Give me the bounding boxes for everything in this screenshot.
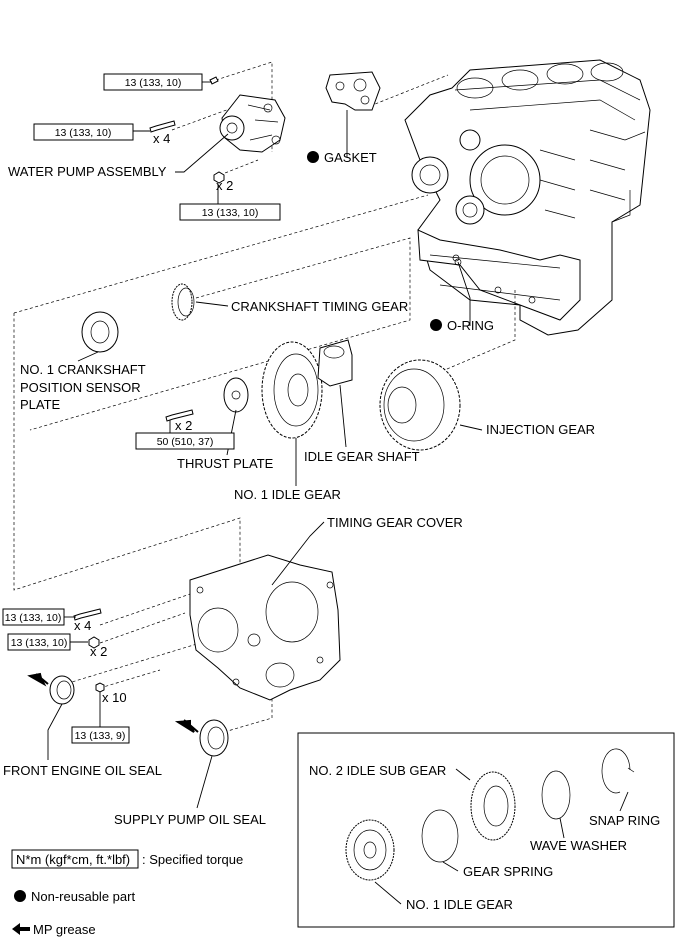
legend-nonreusable: Non-reusable part [14,889,135,904]
torque-pump-left: 13 (133, 10) [33,123,150,141]
leader-lines [47,110,629,905]
label-sensor-plate-line1: NO. 1 CRANKSHAFT [20,362,146,377]
water-pump-assembly [219,94,286,153]
gasket-part [325,71,381,111]
nonreusable-dot-icon [14,890,26,902]
label-supply-pump-oil-seal: SUPPLY PUMP OIL SEAL [114,812,266,827]
timing-cover-nut [88,636,100,649]
legend-nonreusable-text: Non-reusable part [31,889,135,904]
torque-value: 13 (133, 9) [75,730,126,742]
timing-gear-cover-part [189,554,341,701]
water-pump-bolt-top [209,76,219,85]
label-o-ring: O-RING [447,318,494,333]
nonreusable-dot-icon [307,151,319,163]
engine-block-drawing [404,59,651,336]
torque-value: 50 (510, 37) [157,436,214,448]
label-crankshaft-gear: CRANKSHAFT TIMING GEAR [231,299,408,314]
supply-pump-oil-seal-part [199,719,229,757]
sub-gear-part [470,771,516,841]
label-no1-idle-gear: NO. 1 IDLE GEAR [234,487,341,502]
legend-torque-description: : Specified torque [142,852,243,867]
water-pump-bolt-left [149,120,176,133]
grease-arrow-icon [12,923,30,935]
inset-idle-gear-part [345,819,395,881]
idle-gear-shaft-part [317,339,353,387]
qty-pump-bolts: x 4 [153,131,170,146]
snap-ring-part [601,748,635,794]
no1-idle-gear-part [261,341,323,439]
qty-pump-nuts: x 2 [216,178,233,193]
torque-cover-small: 13 (133, 9) [71,692,130,744]
qty-thrust-bolts: x 2 [175,418,192,433]
label-sensor-plate-line2: POSITION SENSOR [20,380,141,395]
label-timing-gear-cover: TIMING GEAR COVER [327,515,463,530]
torque-pump-top: 13 (133, 10) [103,73,212,91]
torque-pump-nut: 13 (133, 10) [179,184,281,221]
label-no2-idle-sub-gear: NO. 2 IDLE SUB GEAR [309,763,446,778]
qty-cover-small: x 10 [102,690,127,705]
grease-arrow-front-seal [27,672,49,687]
legend-torque: N*m (kgf*cm, ft.*lbf) : Specified torque [11,849,243,869]
torque-cover-nut: 13 (133, 10) [7,633,88,651]
thrust-plate-bolt [165,409,194,422]
gear-spring-part [421,809,459,863]
water-pump-nut [213,171,225,184]
crankshaft-timing-gear-part [171,283,195,321]
torque-thrust-plate: 50 (510, 37) [135,420,235,450]
torque-value: 13 (133, 10) [55,127,112,139]
label-idle-gear-shaft: IDLE GEAR SHAFT [304,449,420,464]
wave-washer-part [541,770,571,820]
label-sensor-plate-line3: PLATE [20,397,61,412]
assembly-guide-lines [13,61,516,736]
label-wave-washer: WAVE WASHER [530,838,627,853]
label-gasket: GASKET [324,150,377,165]
o-ring-part [452,254,460,262]
legend-grease-text: MP grease [33,922,96,937]
label-gear-spring: GEAR SPRING [463,864,553,879]
label-water-pump: WATER PUMP ASSEMBLY [8,164,167,179]
torque-value: 13 (133, 10) [5,612,62,624]
nonreusable-dot-icon [430,319,442,331]
torque-value: 13 (133, 10) [125,77,182,89]
injection-gear-part [379,359,461,451]
label-injection-gear: INJECTION GEAR [486,422,595,437]
timing-cover-bolt [73,608,102,621]
torque-value: 13 (133, 10) [11,637,68,649]
sensor-plate-part [81,311,119,353]
label-front-engine-oil-seal: FRONT ENGINE OIL SEAL [3,763,162,778]
label-inset-no1-idle-gear: NO. 1 IDLE GEAR [406,897,513,912]
legend-torque-box-text: N*m (kgf*cm, ft.*lbf) [16,852,130,867]
torque-value: 13 (133, 10) [202,207,259,219]
qty-cover-nuts: x 2 [90,644,107,659]
grease-arrow-supply-seal [174,719,199,733]
torque-cover-bolt: 13 (133, 10) [2,608,76,626]
thrust-plate-part [223,377,249,413]
legend-grease: MP grease [12,922,96,937]
qty-cover-bolts: x 4 [74,618,91,633]
idle-gear-detail-inset [297,732,675,928]
timing-cover-small-bolt [95,682,105,693]
front-engine-oil-seal-part [49,675,75,705]
label-snap-ring: SNAP RING [589,813,660,828]
label-thrust-plate: THRUST PLATE [177,456,274,471]
